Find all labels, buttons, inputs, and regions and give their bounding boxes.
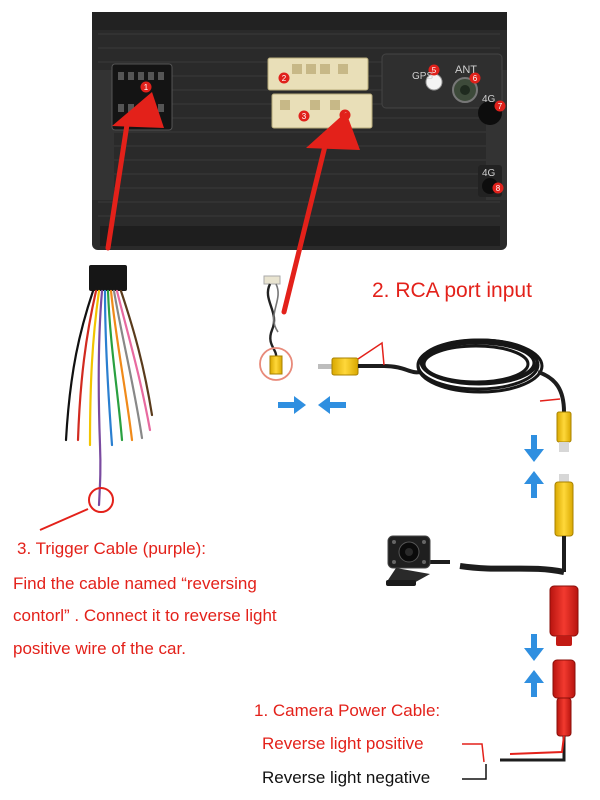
- port-marker-1: [140, 81, 152, 93]
- wiring-harness: [39, 265, 154, 531]
- port-marker-5: [428, 64, 440, 76]
- trigger-cable-title: 3. Trigger Cable (purple):: [17, 539, 206, 558]
- trigger-cable-line-1: Find the cable named “reversing: [13, 574, 257, 593]
- red-arrow-icon: [105, 92, 360, 315]
- reverse-negative-label: Reverse light negative: [262, 768, 431, 787]
- trigger-cable-highlight: [88, 487, 114, 513]
- cable-coil: [416, 338, 544, 394]
- port-marker-6: [469, 72, 481, 84]
- port-marker-label-7: 7: [498, 102, 503, 111]
- adapter-rca-plug: [269, 355, 283, 375]
- port-marker-label-5: 5: [432, 66, 437, 75]
- harness-plug: [89, 265, 127, 291]
- lte-bottom-label: 4G: [482, 168, 496, 179]
- power-cable-title: 1. Camera Power Cable:: [254, 701, 441, 720]
- power-plug-male: [552, 659, 576, 699]
- port-marker-label-6: 6: [473, 74, 478, 83]
- port-marker-label-3: 3: [302, 112, 307, 121]
- head-unit: 12345678 GPS ANT 4G 4G: [92, 12, 507, 250]
- rca-input-label: 2. RCA port input: [372, 279, 532, 302]
- port-marker-7: [494, 100, 506, 112]
- rca-port: [271, 93, 373, 129]
- rca-male-plug: [554, 481, 574, 537]
- trigger-cable-line-2: contorl” . Connect it to reverse light: [13, 606, 277, 625]
- trigger-callout-line: [39, 508, 89, 531]
- camera-rca-plug: [331, 357, 359, 376]
- reverse-positive-label: Reverse light positive: [262, 734, 424, 753]
- trigger-cable-line-3: positive wire of the car.: [13, 639, 186, 658]
- rca-adapter-cable: [259, 275, 293, 381]
- port-marker-8: [492, 182, 504, 194]
- lte-top-label: 4G: [482, 94, 496, 105]
- callout-lines: [357, 341, 561, 780]
- rca-female-socket: [556, 411, 572, 443]
- port-marker-2: [278, 72, 290, 84]
- port-marker-3: [298, 110, 310, 122]
- power-plug-female: [549, 585, 579, 637]
- backup-camera-icon: [386, 535, 431, 586]
- ant-label: ANT: [455, 64, 477, 76]
- port-marker-label-1: 1: [144, 83, 149, 92]
- port-marker-label-8: 8: [496, 184, 501, 193]
- camera-video-cable: [318, 338, 579, 762]
- port-marker-label-2: 2: [282, 74, 287, 83]
- gps-label: GPS: [412, 71, 433, 82]
- blue-arrow-icon: [278, 396, 544, 697]
